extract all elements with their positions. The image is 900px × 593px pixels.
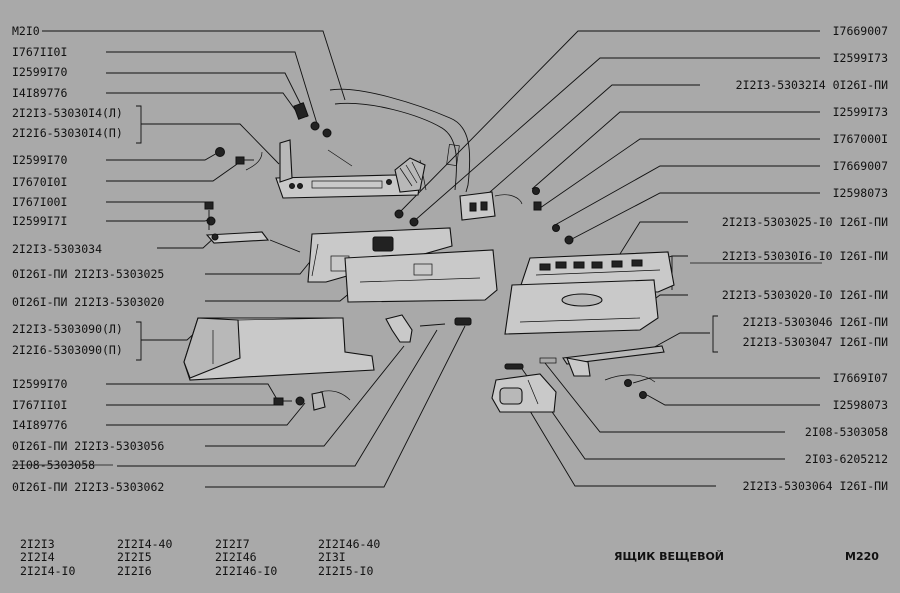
fasteners-top-left: [215, 102, 353, 171]
model-code: 2I2I4-40: [117, 537, 172, 551]
left-label: 2I2I6-53030I4(П): [12, 126, 123, 140]
left-label: I2599I70: [12, 377, 67, 391]
right-label: 2I2I3-5303047 I26I-ПИ: [743, 335, 888, 349]
model-code: 2I2I4-I0: [20, 564, 75, 578]
right-label: 2I2I3-5303025-I0 I26I-ПИ: [722, 215, 888, 229]
dashboard-outline: [329, 88, 471, 193]
left-label: I4I89776: [12, 86, 67, 100]
right-callouts: I7669007 I2599I73 2I2I3-53032I4 0I26I-ПИ…: [722, 24, 888, 493]
model-code: 2I2I3: [20, 537, 55, 551]
left-label: I2599I70: [12, 65, 67, 79]
fasteners-bottom-left: [273, 390, 351, 411]
fasteners-mid-left: [204, 201, 216, 230]
latch-parts-left: [385, 314, 472, 343]
hinge-rods-right: [562, 345, 665, 399]
section-title: ЯЩИК ВЕЩЕВОЙ: [614, 550, 724, 563]
model-code: 2I2I46: [215, 550, 257, 564]
right-label: 2I08-5303058: [805, 425, 888, 439]
left-label: I767I00I: [12, 195, 67, 209]
left-label: 2I2I3-5303090(Л): [12, 322, 123, 336]
model-code: 2I2I6: [117, 564, 152, 578]
right-label: I7669007: [833, 24, 888, 38]
model-code: 2I2I46-40: [318, 537, 380, 551]
left-label: I2599I7I: [12, 214, 67, 228]
left-label: I767II0I: [12, 45, 67, 59]
left-callouts: M2I0 I767II0I I2599I70 I4I89776 2I2I3-53…: [12, 24, 164, 494]
fasteners-top-right: [394, 187, 574, 245]
page-code: M220: [845, 550, 879, 563]
right-label: I2598073: [833, 186, 888, 200]
lid-outer-left: [344, 249, 498, 303]
model-code: 2I2I4: [20, 550, 55, 564]
left-label: 0I26I-ПИ 2I2I3-5303020: [12, 295, 164, 309]
lid-outer-right: [504, 279, 659, 335]
left-label: I7670I0I: [12, 175, 67, 189]
leader-lines-right: [396, 30, 820, 487]
left-label: 0I26I-ПИ 2I2I3-5303056: [12, 439, 164, 453]
right-label: I2599I73: [833, 51, 888, 65]
lid-panel-left: [307, 227, 453, 283]
right-label: 2I2I3-53030I6-I0 I26I-ПИ: [722, 249, 888, 263]
right-label: I7669I07: [833, 371, 888, 385]
right-label: I767000I: [833, 132, 888, 146]
glovebox-body-left: [183, 317, 375, 381]
leader-lines-left: [42, 30, 466, 488]
left-label: 2I2I6-5303090(П): [12, 343, 123, 357]
model-code: 2I2I5-I0: [318, 564, 373, 578]
right-label: I2598073: [833, 398, 888, 412]
right-label: 2I2I3-5303064 I26I-ПИ: [743, 479, 888, 493]
latch-bracket: [205, 231, 301, 253]
right-label: 2I2I3-5303046 I26I-ПИ: [743, 315, 888, 329]
code-top: M2I0: [12, 24, 40, 38]
right-label: 2I2I3-5303020-I0 I26I-ПИ: [722, 288, 888, 302]
brackets: [136, 105, 718, 361]
right-label: I2599I73: [833, 105, 888, 119]
left-label: I767II0I: [12, 398, 67, 412]
model-code: 2I2I46-I0: [215, 564, 277, 578]
left-label: 2I2I3-53030I4(Л): [12, 106, 123, 120]
hinge-plate-left: [275, 139, 426, 199]
footer-models: 2I2I3 2I2I4 2I2I4-I0 2I2I4-40 2I2I5 2I2I…: [20, 537, 380, 578]
left-label: 0I26I-ПИ 2I2I3-5303025: [12, 267, 164, 281]
left-label: I4I89776: [12, 418, 67, 432]
latch-handle-right: [491, 357, 557, 413]
right-label: 2I2I3-53032I4 0I26I-ПИ: [736, 78, 888, 92]
right-label: 2I03-6205212: [805, 452, 888, 466]
left-label: I2599I70: [12, 153, 67, 167]
model-code: 2I2I7: [215, 537, 250, 551]
model-code: 2I3I: [318, 550, 346, 564]
left-label: 0I26I-ПИ 2I2I3-5303062: [12, 480, 164, 494]
left-label: 2I2I3-5303034: [12, 242, 102, 256]
right-label: I7669007: [833, 159, 888, 173]
model-code: 2I2I5: [117, 550, 152, 564]
